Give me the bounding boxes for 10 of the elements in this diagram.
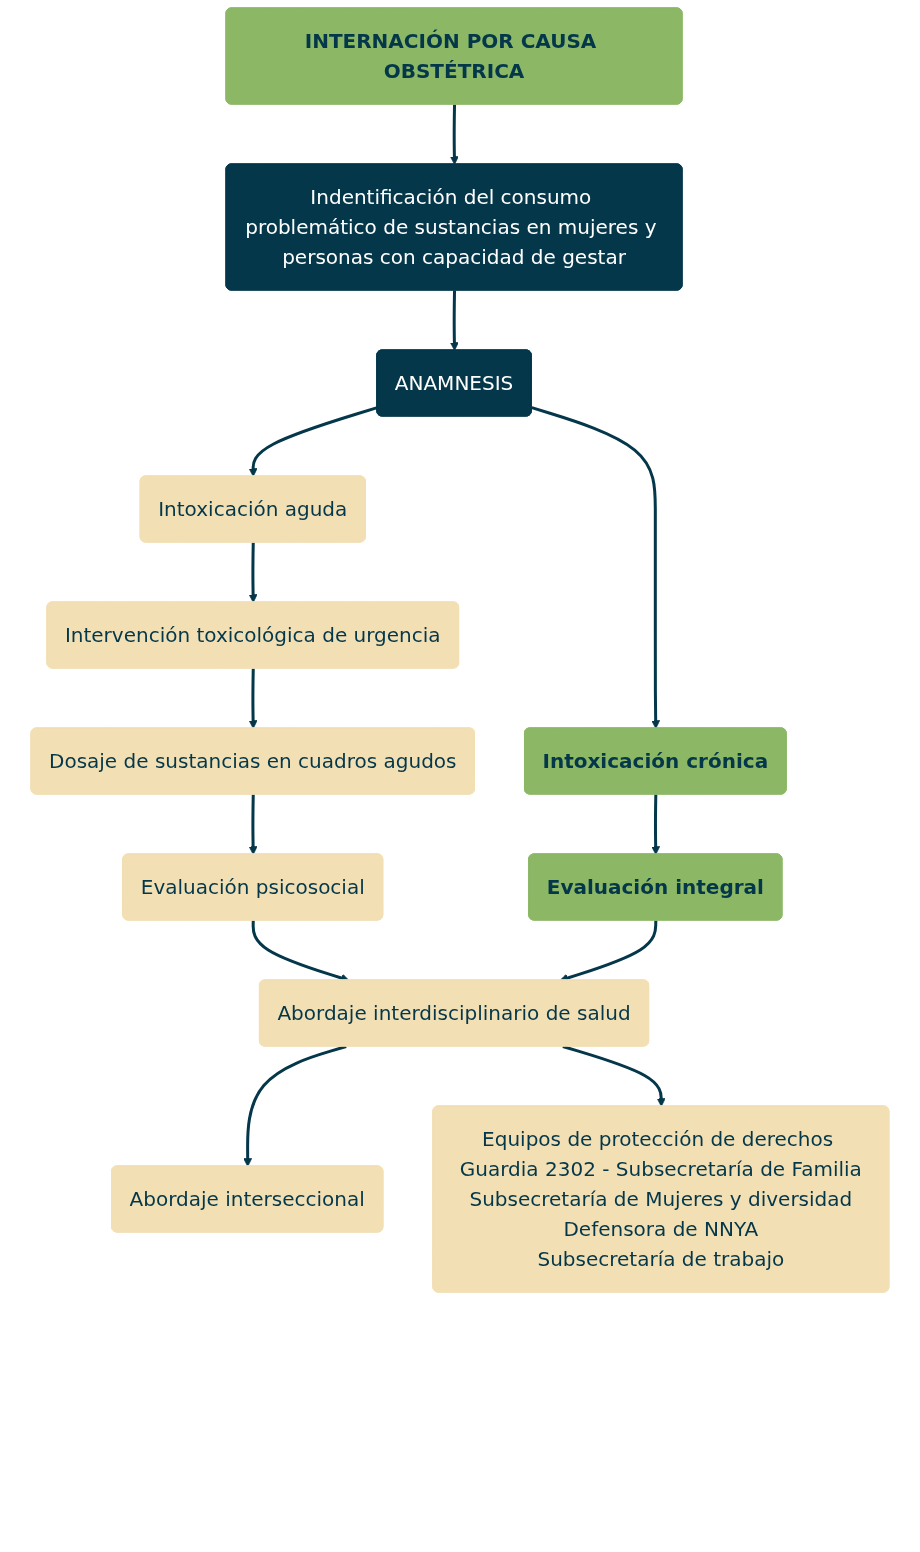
- arrow: [248, 794, 258, 855]
- arrow: [562, 1045, 666, 1107]
- arrow: [243, 1045, 347, 1167]
- arrow: [248, 542, 258, 603]
- arrow: [651, 794, 661, 855]
- arrow: [531, 406, 661, 729]
- arrow: [450, 104, 459, 165]
- arrow: [248, 406, 378, 477]
- arrow: [248, 668, 258, 729]
- arrow: [450, 290, 459, 351]
